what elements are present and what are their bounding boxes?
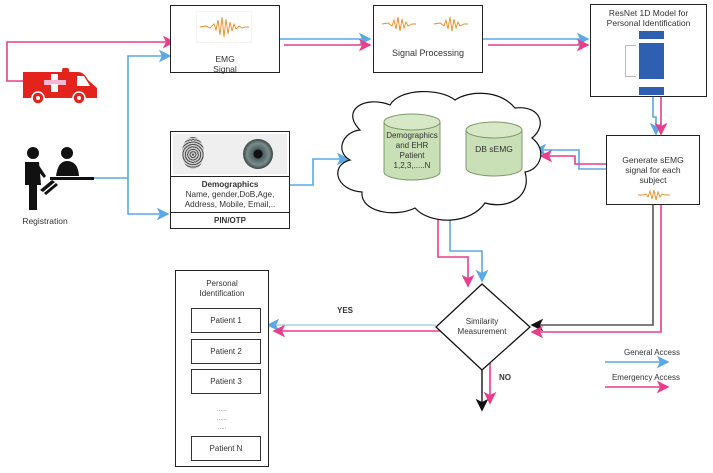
raw-signal-icon [381, 16, 416, 32]
personal-identification-panel: Personal Identification Patient 1 Patien… [175, 270, 269, 467]
processed-signal-icon [433, 16, 468, 32]
registration-desk-icon [25, 147, 94, 210]
patient-n[interactable]: Patient N [191, 436, 261, 461]
emg-signal-label: EMG Signal [213, 54, 237, 74]
biometrics-box: Demographics Name, gender,DoB,Age, Addre… [170, 131, 290, 229]
legend-emergency-label: Emergency Access [611, 373, 680, 382]
iris-icon [243, 139, 273, 169]
db-demographics-label: Demographics and EHR Patient 1,2,3,.....… [386, 131, 438, 170]
demographics-text: Demographics Name, gender,DoB,Age, Addre… [184, 180, 276, 209]
arrow-generate-to-cloud-general [533, 143, 606, 170]
pin-otp-label: PIN/OTP [213, 216, 246, 225]
registration-label: Registration [22, 216, 68, 226]
db-semg-cylinder [465, 121, 523, 177]
legend-general-label: General Access [623, 348, 680, 357]
arrow-registration-to-biometrics [127, 178, 170, 221]
signal-processing-box: Signal Processing [373, 5, 483, 73]
patient-3[interactable]: Patient 3 [191, 369, 261, 394]
arrow-generate-to-cloud-emergency [539, 149, 612, 165]
patient-2[interactable]: Patient 2 [191, 339, 261, 364]
ambulance-icon [23, 68, 97, 105]
no-label: NO [499, 373, 511, 382]
arrow-resnet-to-generate-general [649, 97, 663, 136]
generate-semg-label: Generate sEMG signal for each subject [622, 155, 684, 185]
arrow-cloud-to-similarity-general [449, 213, 489, 283]
arrow-generate-to-similarity-neutral [530, 205, 654, 332]
generate-semg-box: Generate sEMG signal for each subject [606, 135, 700, 205]
arrow-ambulance-to-emg [6, 35, 176, 82]
ellipsis-2: ...... [216, 416, 227, 422]
emg-waveform-icon [196, 11, 252, 43]
ellipsis-3: ..... [217, 425, 227, 431]
db-demographics-cylinder [383, 113, 441, 181]
similarity-diamond [435, 283, 531, 371]
arrow-generate-to-similarity-emergency [530, 205, 662, 339]
arrow-registration-to-emg [94, 49, 172, 179]
signal-processing-label: Signal Processing [391, 48, 465, 58]
db-semg-label: DB sEMG [475, 144, 513, 154]
similarity-label: Similarity Measurement [457, 317, 507, 336]
patient-1[interactable]: Patient 1 [191, 308, 261, 333]
resnet-title: ResNet 1D Model for Personal Identificat… [606, 8, 691, 28]
fingerprint-icon [182, 137, 204, 169]
generated-signal-icon [638, 189, 670, 201]
resnet-model-box: ResNet 1D Model for Personal Identificat… [590, 4, 707, 97]
arrow-cloud-to-similarity-emergency [437, 219, 475, 288]
personal-identification-title: Personal Identification [199, 279, 245, 298]
biometric-images [173, 134, 287, 174]
yes-label: YES [336, 306, 353, 315]
emg-signal-box: EMG Signal [170, 5, 280, 74]
resnet-architecture-diagram [625, 31, 664, 95]
arrow-biometrics-to-cloud [289, 152, 350, 186]
ellipsis-1: ...... [216, 407, 227, 413]
